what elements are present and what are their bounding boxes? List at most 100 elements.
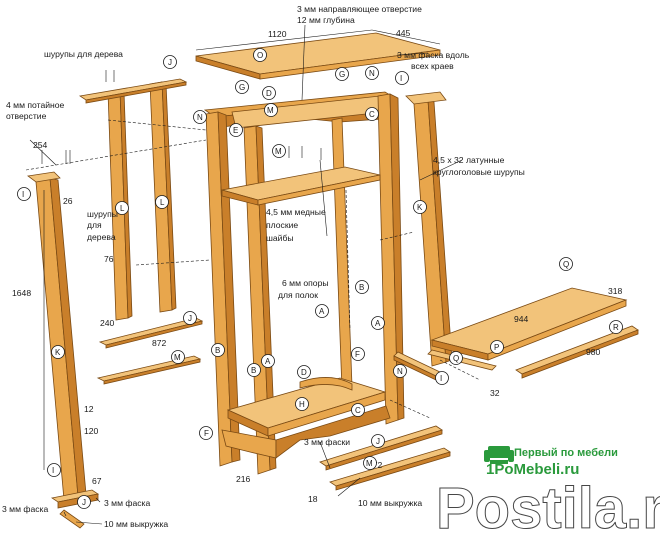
svg-text:E: E <box>233 126 238 135</box>
callout-c-top: C <box>365 107 379 121</box>
dim-76: 76 <box>104 254 114 264</box>
svg-text:M: M <box>366 459 373 468</box>
dim-216: 216 <box>236 474 251 484</box>
callout-k-left: K <box>51 345 65 359</box>
svg-text:D: D <box>301 368 307 377</box>
watermark: Postila.ru <box>436 476 660 541</box>
svg-text:I: I <box>440 374 442 383</box>
callout-j-foot: J <box>77 495 91 509</box>
shelf-strip-r <box>515 325 639 379</box>
shelf-supports <box>345 189 351 331</box>
rail-j-top <box>78 78 188 104</box>
rail-j-bottom-left <box>98 317 204 349</box>
brass-screws-1: 4,5 x 32 латунные <box>433 155 505 165</box>
rail-m-bottom-right <box>329 447 451 491</box>
callout-b-right: B <box>355 280 369 294</box>
svg-text:N: N <box>369 69 375 78</box>
svg-text:M: M <box>275 147 282 156</box>
hidden-hole-line1: 4 мм потайное <box>6 100 65 110</box>
svg-text:N: N <box>197 113 203 122</box>
svg-text:I: I <box>22 190 24 199</box>
svg-text:C: C <box>355 406 361 415</box>
callout-f-right: F <box>351 347 365 361</box>
brass-screws-2: круглоголовые шурупы <box>433 167 525 177</box>
dim-18: 18 <box>308 494 318 504</box>
callout-g-right: G <box>335 67 349 81</box>
svg-text:M: M <box>267 106 274 115</box>
svg-text:K: K <box>417 203 423 212</box>
guide-hole-line1: 3 мм направляющее отверстие <box>297 4 422 14</box>
callout-d-bottom: D <box>297 365 311 379</box>
svg-text:B: B <box>359 283 364 292</box>
dim-26: 26 <box>63 196 73 206</box>
groove-left: 10 мм выкружка <box>104 519 168 529</box>
callout-h: H <box>295 397 309 411</box>
callout-n-left: N <box>193 110 207 124</box>
svg-text:G: G <box>339 70 345 79</box>
svg-text:L: L <box>120 204 125 213</box>
wood-screws-mid-1: шурупы <box>87 209 118 219</box>
side-panel-k-left <box>26 171 87 501</box>
svg-text:O: O <box>257 51 263 60</box>
rail-m-bottom-left <box>96 355 202 385</box>
logo-line1: Первый по мебели <box>514 447 618 459</box>
svg-text:R: R <box>613 323 619 332</box>
chamfer-top-line1: 3 мм фаска вдоль <box>397 50 470 60</box>
callout-q-bottom: Q <box>449 351 463 365</box>
svg-text:J: J <box>168 58 172 67</box>
svg-text:A: A <box>265 357 271 366</box>
shelf-panel-p <box>430 287 628 361</box>
callout-a-mid: A <box>315 304 329 318</box>
svg-text:F: F <box>204 429 209 438</box>
callout-r: R <box>609 320 623 334</box>
dim-254: 254 <box>33 140 48 150</box>
guide-hole-line2: 12 мм глубина <box>297 15 355 25</box>
svg-text:L: L <box>160 198 165 207</box>
svg-text:B: B <box>215 346 220 355</box>
copper-washers-2: плоские <box>266 220 298 230</box>
top-panel-o <box>195 32 441 80</box>
svg-text:D: D <box>266 89 272 98</box>
dim-980: 980 <box>586 347 601 357</box>
svg-text:B: B <box>251 366 256 375</box>
copper-washers-1: 4,5 мм медные <box>266 207 326 217</box>
callout-d-top: D <box>262 86 276 100</box>
callout-j-top: J <box>163 55 177 69</box>
callout-m-top: M <box>264 103 278 117</box>
callout-i-foot: I <box>47 463 61 477</box>
callout-f-left: F <box>199 426 213 440</box>
side-panel-k-right <box>405 91 453 367</box>
hidden-hole-line2: отверстие <box>6 111 47 121</box>
callout-a-left: A <box>261 354 275 368</box>
callout-g-left: G <box>235 80 249 94</box>
svg-text:I: I <box>52 466 54 475</box>
callout-n-right: N <box>393 364 407 378</box>
chamfer-left-2: 3 мм фаска <box>2 504 48 514</box>
svg-text:F: F <box>355 350 360 359</box>
svg-text:A: A <box>319 307 325 316</box>
callout-j-bottom-right: J <box>371 434 385 448</box>
svg-text:N: N <box>397 367 403 376</box>
callout-k-right: K <box>413 200 427 214</box>
wood-screws-mid-2: для <box>87 220 102 230</box>
dim-318: 318 <box>608 286 623 296</box>
cabinet-frame <box>203 91 405 475</box>
callout-i-bottom: I <box>435 371 449 385</box>
callout-l-right: L <box>155 195 169 209</box>
callout-b-left: B <box>211 343 225 357</box>
dim-12: 12 <box>84 404 94 414</box>
svg-text:J: J <box>376 437 380 446</box>
callout-p: P <box>490 340 504 354</box>
shelf-supports-2: для полок <box>278 290 318 300</box>
svg-text:P: P <box>494 343 499 352</box>
chamfers-bottom: 3 мм фаски <box>304 437 350 447</box>
chamfer-top-line2: всех краев <box>411 61 454 71</box>
svg-text:I: I <box>400 74 402 83</box>
dim-872-left: 872 <box>152 338 167 348</box>
callout-i-right: I <box>395 71 409 85</box>
dim-240: 240 <box>100 318 115 328</box>
svg-text:H: H <box>299 400 305 409</box>
svg-text:J: J <box>82 498 86 507</box>
callout-q-top: Q <box>559 257 573 271</box>
site-logo: Первый по мебели 1PoMebeli.ru <box>484 446 618 478</box>
